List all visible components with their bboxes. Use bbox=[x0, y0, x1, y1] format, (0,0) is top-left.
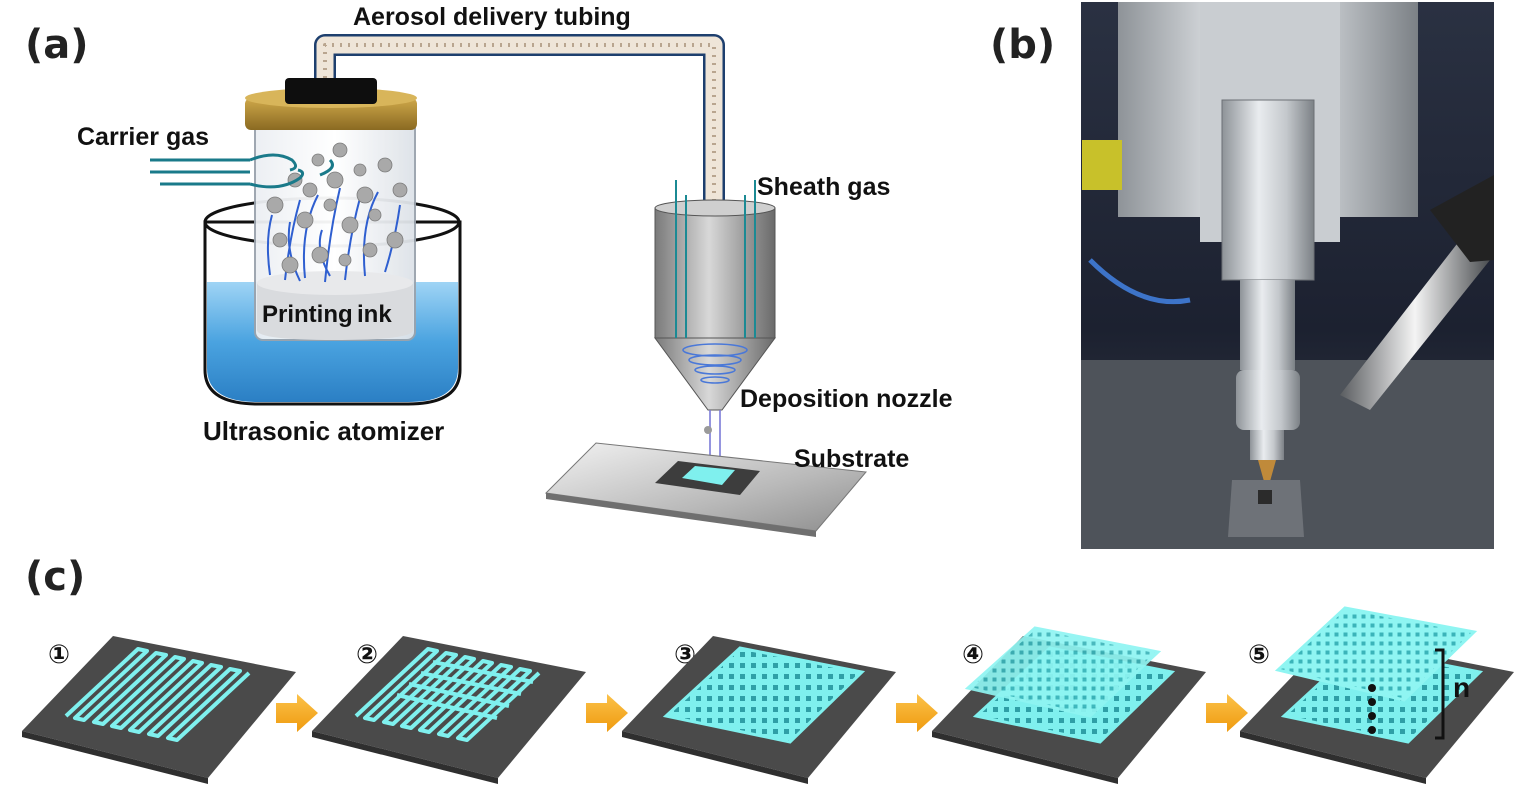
aerosol-particle bbox=[356, 186, 374, 204]
carrier-gas-inlet bbox=[150, 153, 334, 189]
printer-photo bbox=[1081, 2, 1494, 549]
step-arrow-4 bbox=[1206, 694, 1248, 732]
deposition-nozzle bbox=[654, 180, 776, 470]
aerosol-particle bbox=[266, 196, 284, 214]
panel-b-tag: (b) bbox=[990, 22, 1055, 68]
aerosol-tubing-label: Aerosol delivery tubing bbox=[353, 3, 631, 31]
substrate-plate bbox=[544, 442, 867, 537]
aerosol-particle bbox=[368, 208, 382, 222]
carrier-gas-label: Carrier gas bbox=[77, 123, 209, 151]
panel-c-steps: (c) ① ② bbox=[22, 554, 1514, 784]
aerosol-particle bbox=[326, 171, 344, 189]
printing-ink-label-2: ink bbox=[357, 301, 392, 328]
step-5: ⑤ n bbox=[1240, 606, 1514, 784]
step-1: ① bbox=[22, 636, 296, 784]
aerosol-particle bbox=[392, 182, 408, 198]
aerosol-particles bbox=[266, 142, 408, 274]
aerosol-particle bbox=[323, 198, 337, 212]
step-2: ② bbox=[312, 636, 586, 784]
aerosol-particle bbox=[353, 163, 367, 177]
panel-a-tag: (a) bbox=[25, 22, 89, 68]
substrate-label: Substrate bbox=[794, 445, 909, 473]
aerosol-delivery-tubing bbox=[314, 34, 725, 340]
aerosol-particle bbox=[341, 216, 359, 234]
step-arrow-1 bbox=[276, 694, 318, 732]
step-5-number: ⑤ bbox=[1248, 640, 1270, 670]
sheath-gas-label: Sheath gas bbox=[757, 173, 890, 201]
ink-jar bbox=[254, 114, 416, 341]
step-3: ③ bbox=[622, 636, 896, 784]
step-2-number: ② bbox=[356, 640, 378, 670]
step-4: ④ bbox=[932, 626, 1206, 784]
panel-b-photo: (b) bbox=[990, 2, 1494, 549]
aerosol-particle bbox=[377, 157, 393, 173]
step-1-number: ① bbox=[48, 640, 70, 670]
layer-count-label: n bbox=[1453, 672, 1470, 703]
step-arrow-2 bbox=[586, 694, 628, 732]
jar-lid bbox=[245, 78, 417, 130]
printing-ink-label-1: Printing bbox=[262, 301, 353, 328]
aerosol-particle bbox=[362, 242, 378, 258]
aerosol-particle bbox=[332, 142, 348, 158]
aerosol-particle bbox=[311, 246, 329, 264]
aerosol-particle bbox=[302, 182, 318, 198]
atomizer-label: Ultrasonic atomizer bbox=[203, 416, 444, 446]
aerosol-particle bbox=[272, 232, 288, 248]
aerosol-particle bbox=[296, 211, 314, 229]
aerosol-particle bbox=[311, 153, 325, 167]
aerosol-particle bbox=[386, 231, 404, 249]
step-arrow-3 bbox=[896, 694, 938, 732]
deposition-nozzle-label: Deposition nozzle bbox=[740, 385, 953, 413]
step-4-number: ④ bbox=[962, 640, 984, 670]
panel-c-tag: (c) bbox=[25, 554, 85, 600]
aerosol-particle bbox=[281, 256, 299, 274]
aerosol-particle bbox=[338, 253, 352, 267]
panel-a-schematic: (a) bbox=[25, 3, 953, 537]
